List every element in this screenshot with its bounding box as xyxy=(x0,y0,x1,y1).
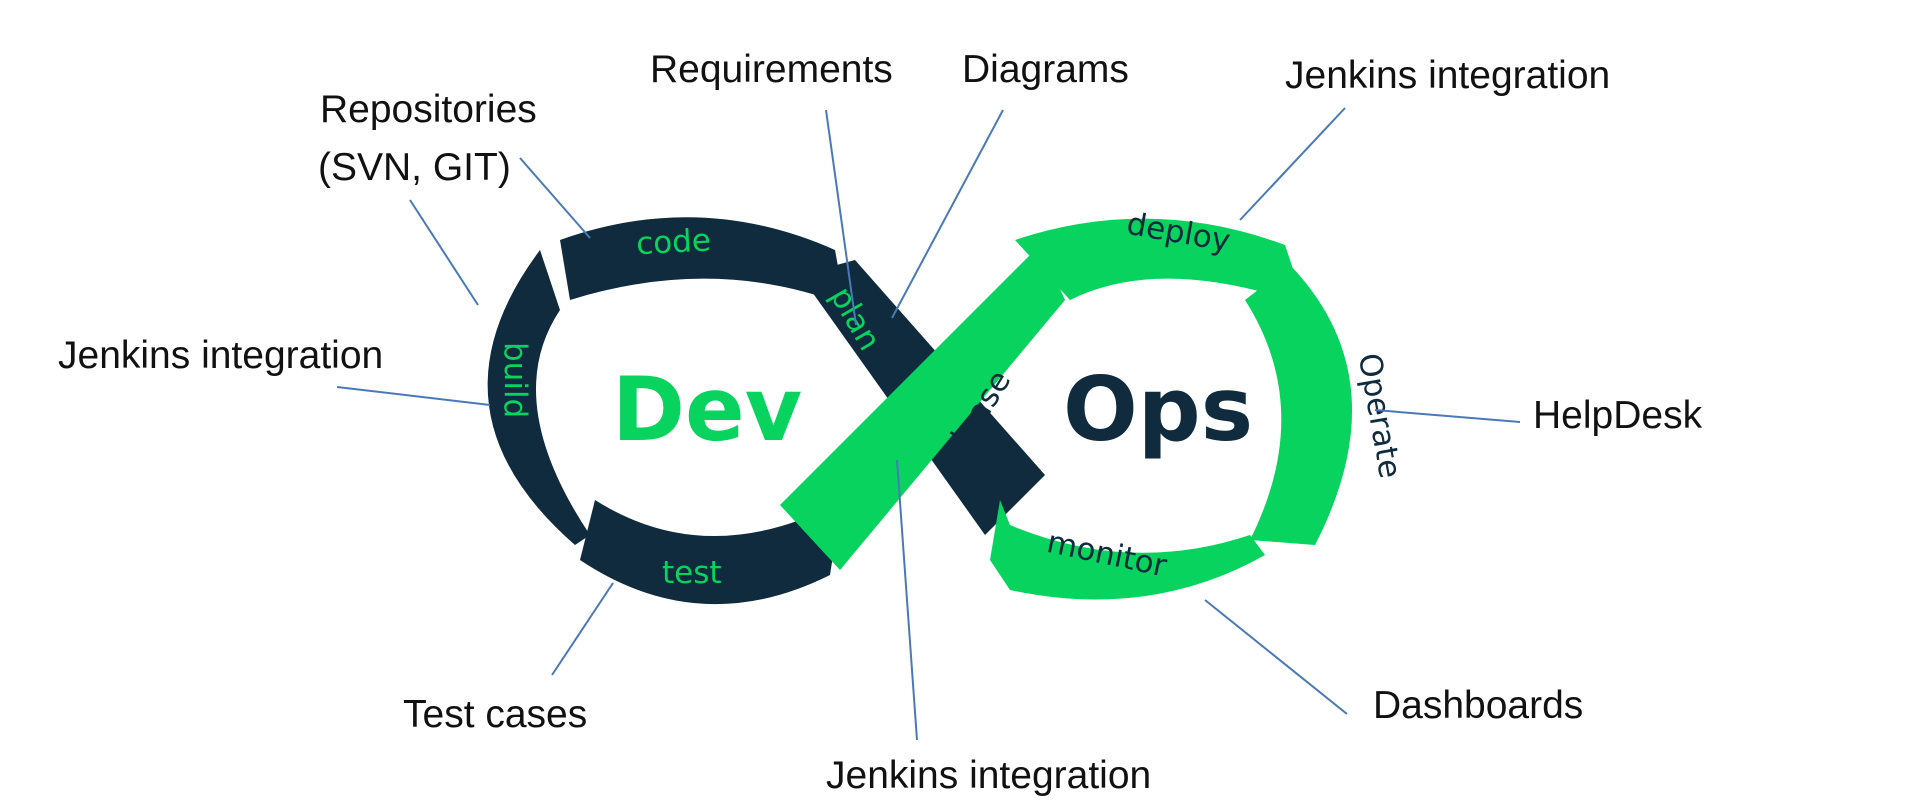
callout-test-cases: Test cases xyxy=(403,693,587,736)
stage-label-build: build xyxy=(497,342,533,418)
ops-loop xyxy=(780,218,1353,600)
build-segment xyxy=(487,250,590,545)
leader-diagrams xyxy=(891,109,1004,319)
callouts: Repositories (SVN, GIT) Requirements Dia… xyxy=(58,48,1703,797)
callout-requirements: Requirements xyxy=(650,48,893,91)
leader-repositories-2 xyxy=(409,199,479,306)
callout-repositories-detail: (SVN, GIT) xyxy=(318,146,511,189)
deploy-segment xyxy=(1015,218,1305,305)
callout-jenkins-build: Jenkins integration xyxy=(58,334,383,377)
callout-diagrams: Diagrams xyxy=(962,48,1129,91)
stage-label-test: test xyxy=(662,555,722,591)
code-segment xyxy=(560,217,845,305)
callout-dashboards: Dashboards xyxy=(1373,684,1583,727)
leader-repositories xyxy=(519,157,591,239)
callout-jenkins-release: Jenkins integration xyxy=(826,754,1151,797)
leader-lines xyxy=(336,107,1521,741)
callout-repositories: Repositories xyxy=(320,88,537,131)
callout-jenkins-deploy: Jenkins integration xyxy=(1285,54,1610,97)
leader-requirements xyxy=(825,109,857,326)
stage-label-code: code xyxy=(635,222,712,262)
leader-helpdesk xyxy=(1374,409,1521,423)
callout-helpdesk: HelpDesk xyxy=(1533,394,1703,437)
leader-jenkins-build xyxy=(336,386,491,406)
monitor-segment xyxy=(990,500,1265,600)
test-segment xyxy=(580,500,840,605)
leader-dashboards xyxy=(1204,599,1348,715)
stage-label-operate: Operate xyxy=(1351,351,1408,481)
leader-jenkins-deploy xyxy=(1239,107,1346,221)
dev-title: Dev xyxy=(612,358,802,461)
release-segment xyxy=(780,245,1065,570)
ops-title: Ops xyxy=(1063,358,1253,461)
leader-test-cases xyxy=(551,582,614,676)
operate-segment xyxy=(1245,265,1353,545)
leader-jenkins-release xyxy=(896,459,918,741)
